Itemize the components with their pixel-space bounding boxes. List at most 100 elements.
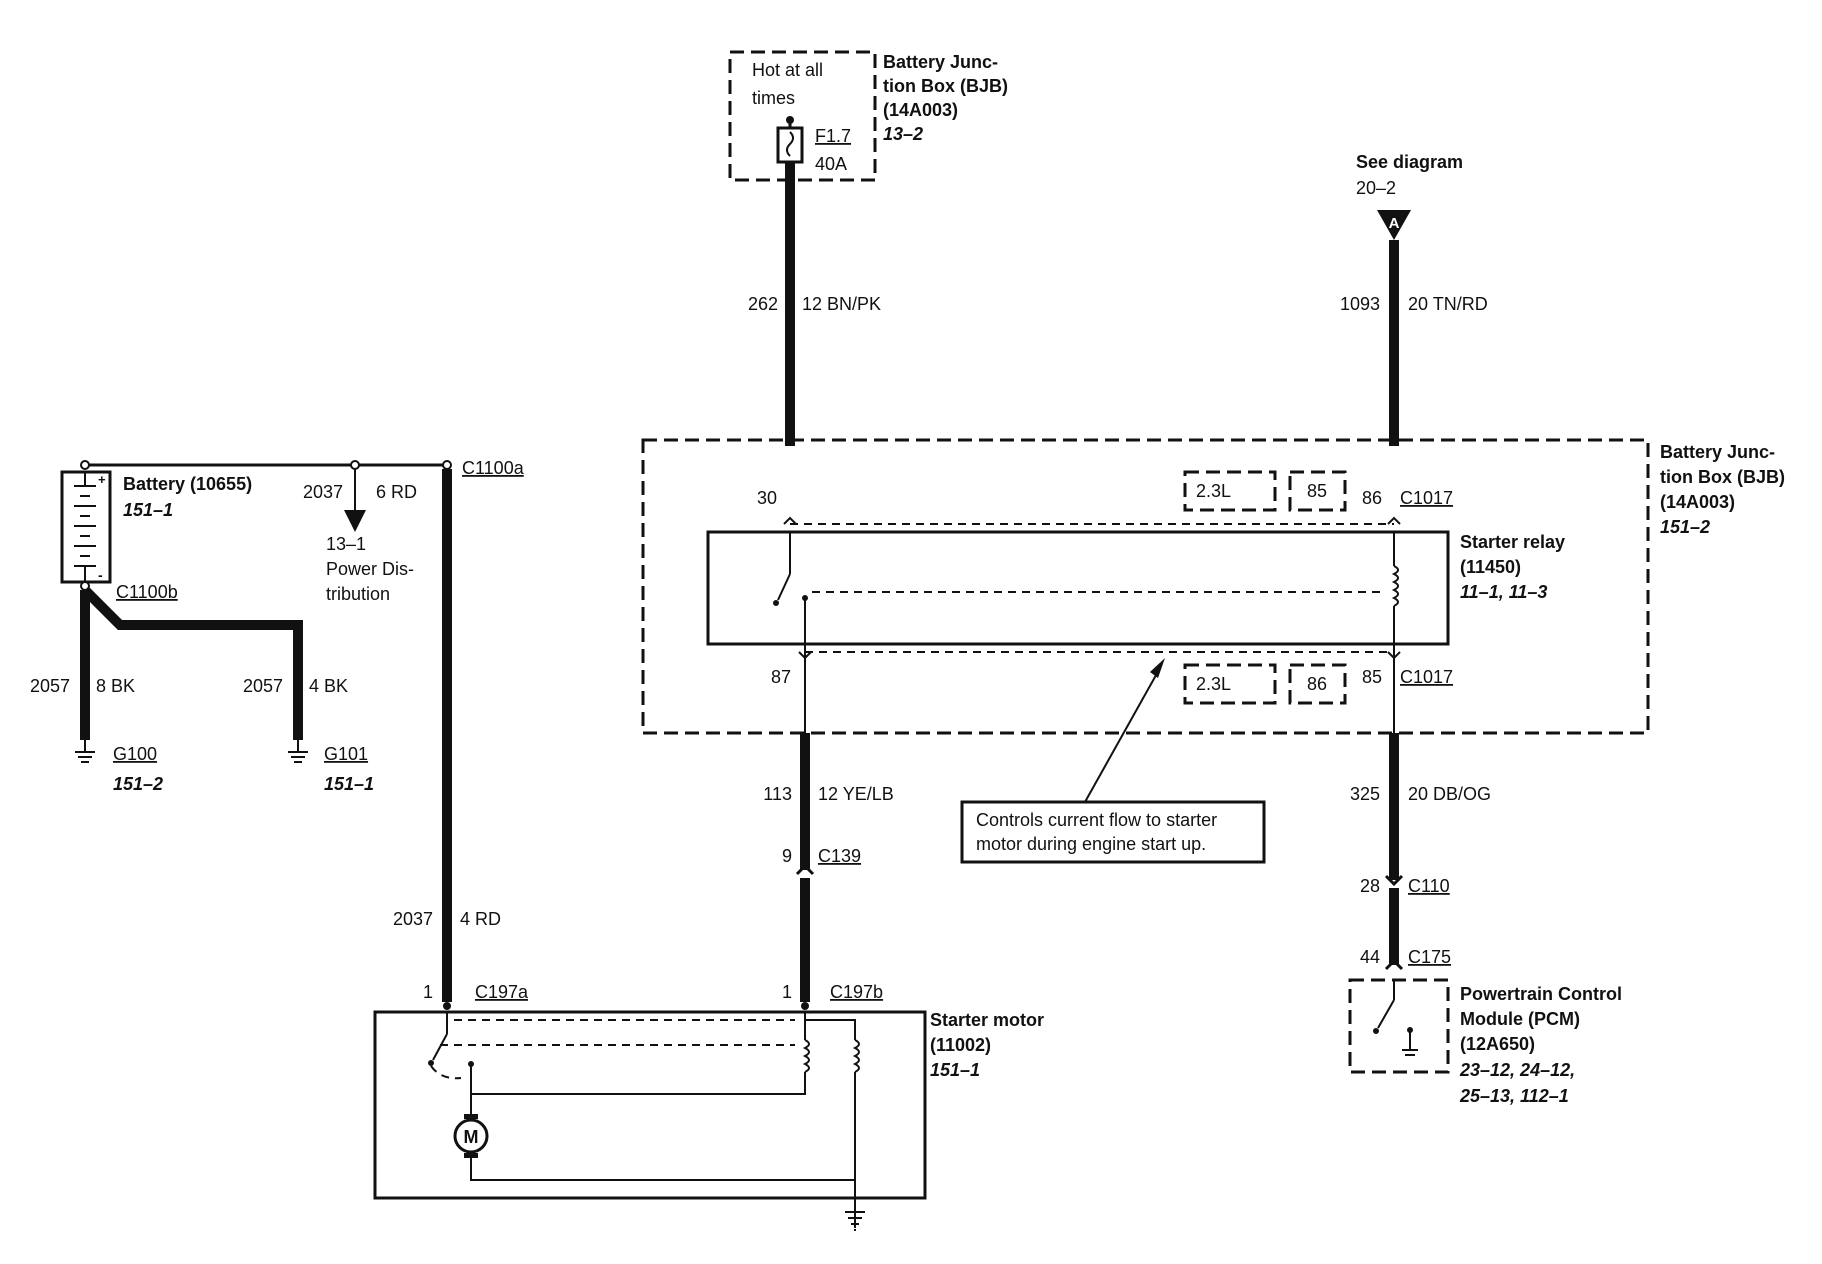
annotation-box (960, 800, 1266, 864)
starter-relay-label-1: Starter relay (1460, 532, 1565, 552)
starter-motor-internals: M (428, 1012, 860, 1228)
motor-icon (453, 1118, 489, 1154)
connector-c175-icon (1384, 958, 1404, 971)
see-diagram-ref: 20–2 (1356, 178, 1396, 198)
option-box-bottom-pin (1288, 663, 1347, 705)
battery-cells-icon: + - (74, 472, 106, 583)
wire-2057b-circuit: 2057 (243, 676, 283, 696)
wire-113-circuit: 113 (763, 784, 792, 804)
hot-text-line-2: times (752, 88, 795, 108)
connector-c197a: C197a (475, 982, 529, 1002)
starter-ground-icon (845, 1211, 865, 1231)
solenoid-coil-icon (802, 1039, 810, 1073)
connector-c1017-top: C1017 (1400, 488, 1453, 508)
wire-2057-g101 (81, 586, 303, 740)
pin-85: 85 (1362, 667, 1382, 687)
wire-2037-top-circuit: 2037 (303, 482, 343, 502)
pin-1b: 1 (782, 982, 792, 1002)
pcm-label-1: Powertrain Control (1460, 984, 1622, 1004)
see-diagram-text: See diagram (1356, 152, 1463, 172)
starter-relay-label-2: (11450) (1460, 557, 1521, 577)
connector-c110-icon (1384, 874, 1404, 887)
wire-2057a-spec: 8 BK (96, 676, 135, 696)
pin-28: 28 (1360, 876, 1380, 896)
pcm-label-3: (12A650) (1460, 1034, 1535, 1054)
starter-motor-ref: 151–1 (930, 1060, 980, 1080)
ground-g101-icon (288, 740, 308, 763)
connector-c197b: C197b (830, 982, 883, 1002)
pcm-ref-2: 25–13, 112–1 (1459, 1086, 1569, 1106)
bjb-main-ref: 151–2 (1660, 517, 1710, 537)
bjb-main-outline (641, 438, 1650, 735)
bjb-fuse-box-outline (728, 50, 877, 182)
pcm-ground-icon (1402, 1049, 1418, 1056)
ground-g100-id: G100 (113, 744, 157, 764)
relay-switch-icon (777, 573, 791, 601)
annotation-line-2: motor during engine start up. (976, 834, 1206, 854)
connector-c175: C175 (1408, 947, 1451, 967)
connector-c1017-bottom: C1017 (1400, 667, 1453, 687)
pin-9: 9 (782, 846, 792, 866)
pin-86: 86 (1362, 488, 1382, 508)
wire-2057a-circuit: 2057 (30, 676, 70, 696)
option-bottom-engine: 2.3L (1196, 674, 1231, 694)
wire-2037-bottom-spec: 4 RD (460, 909, 501, 929)
wire-262-circuit: 262 (748, 294, 778, 314)
connector-c139-icon (795, 863, 815, 876)
battery-label: Battery (10655) (123, 474, 252, 494)
bjb-main-label-2: tion Box (BJB) (1660, 467, 1785, 487)
fuse-element-icon (786, 131, 794, 157)
bjb-top-label-2: tion Box (BJB) (883, 76, 1008, 96)
offpage-connector-letter: A (1389, 215, 1400, 232)
option-box-top-pin (1288, 470, 1347, 512)
option-bottom-pin: 86 (1307, 674, 1327, 694)
solenoid-switch-icon (432, 1033, 448, 1061)
bjb-main-label-1: Battery Junc- (1660, 442, 1775, 462)
starter-motor-label-1: Starter motor (930, 1010, 1044, 1030)
ground-g101-id: G101 (324, 744, 368, 764)
relay-coil-icon (1391, 565, 1399, 607)
pin-87: 87 (771, 667, 791, 687)
pin-1a: 1 (423, 982, 433, 1002)
ground-g101-ref: 151–1 (324, 774, 374, 794)
power-distribution-line-2: tribution (326, 584, 390, 604)
starter-relay-ref: 11–1, 11–3 (1460, 582, 1547, 602)
connector-c1100b: C1100b (116, 582, 178, 602)
svg-text:+: + (98, 472, 106, 487)
starter-relay-box (706, 530, 1450, 646)
wire-2057b-spec: 4 BK (309, 676, 348, 696)
starter-motor-box (373, 1010, 927, 1200)
pin-44: 44 (1360, 947, 1380, 967)
connector-c110: C110 (1408, 876, 1450, 896)
motor-symbol: M (464, 1127, 479, 1147)
pin-30: 30 (757, 488, 777, 508)
fuse-rating: 40A (815, 154, 847, 174)
connector-c1100a: C1100a (462, 458, 525, 478)
ground-g100-ref: 151–2 (113, 774, 163, 794)
hot-text-line-1: Hot at all (752, 60, 823, 80)
battery-ref: 151–1 (123, 500, 173, 520)
pcm-label-2: Module (PCM) (1460, 1009, 1580, 1029)
wire-2037-bottom-circuit: 2037 (393, 909, 433, 929)
option-top-engine: 2.3L (1196, 481, 1231, 501)
wire-262-spec: 12 BN/PK (802, 294, 881, 314)
power-distribution-ref: 13–1 (326, 534, 366, 554)
pcm-switch-icon (1377, 999, 1395, 1029)
annotation-leader-line (1084, 667, 1161, 803)
wire-325-spec: 20 DB/OG (1408, 784, 1491, 804)
wire-2037-top-spec: 6 RD (376, 482, 417, 502)
annotation-arrow-icon (1150, 658, 1165, 678)
wire-1093-spec: 20 TN/RD (1408, 294, 1488, 314)
svg-text:-: - (98, 567, 103, 583)
option-box-top-engine (1183, 470, 1277, 512)
bjb-fuse-box: Hot at all times F1.7 40A (728, 50, 877, 182)
annotation-line-1: Controls current flow to starter (976, 810, 1217, 830)
wire-325-circuit: 325 (1350, 784, 1380, 804)
option-box-bottom-engine (1183, 663, 1277, 705)
bjb-top-ref: 13–2 (883, 124, 923, 144)
wire-1093-circuit: 1093 (1340, 294, 1380, 314)
fuse-id: F1.7 (815, 126, 851, 146)
starter-motor-label-2: (11002) (930, 1035, 991, 1055)
connector-c139: C139 (818, 846, 861, 866)
